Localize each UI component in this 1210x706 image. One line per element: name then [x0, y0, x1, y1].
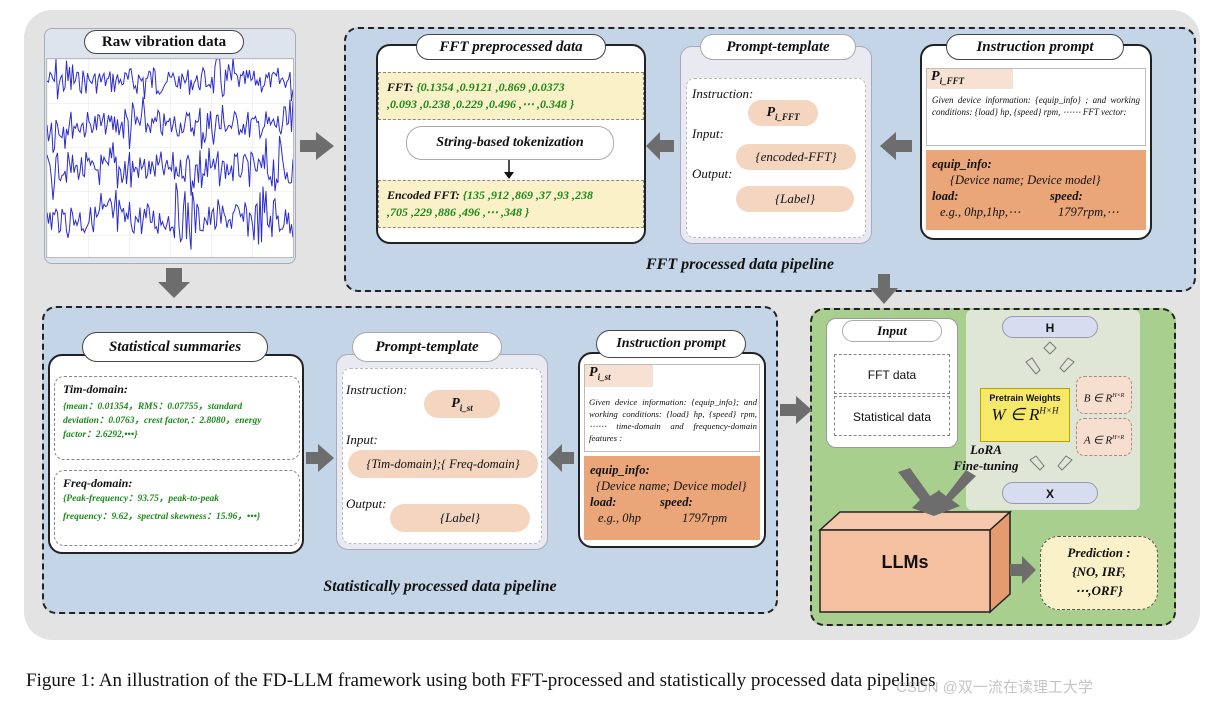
fft-values-box: FFT: {0.1354 ,0.9121 ,0.869 ,0.0373 ,0.0…	[378, 72, 644, 120]
vibration-wave	[46, 55, 294, 102]
fft-prefix: FFT:	[387, 80, 417, 94]
tim-domain-line2: deviation：0.0763，crest factor,：2.8080，en…	[63, 416, 262, 426]
llm-input-title: Input	[842, 320, 942, 342]
stat-instruction-prompt-title: Instruction prompt	[596, 330, 746, 358]
arrow-stat-template-from-prompt	[548, 444, 574, 472]
waveform-chart	[46, 55, 294, 257]
stat-template-output-label: Output:	[346, 496, 387, 511]
tim-domain-box: Tim-domain: {mean：0.01354，RMS：0.07755，st…	[54, 376, 300, 460]
figure-caption: Figure 1: An illustration of the FD-LLM …	[26, 670, 936, 691]
fft-speed-label: speed:	[1050, 189, 1083, 203]
fft-template-pill-instruction: Pi_FFT	[748, 100, 818, 126]
stat-load-value: e.g., 0hp	[598, 511, 642, 525]
fft-numbers: {135 ,912 ,869 ,37 ,93 ,238	[462, 188, 593, 202]
watermark: CSDN @双一流在读理工大学	[896, 679, 1093, 696]
stat-template-title: Prompt-template	[352, 332, 502, 362]
prediction-title: Prediction :	[1067, 545, 1131, 560]
stat-summaries-title: Statistical summaries	[82, 332, 268, 362]
stat-template-pill-input: {Tim-domain};{ Freq-domain}	[348, 450, 538, 478]
fft-template-title: Prompt-template	[700, 34, 856, 60]
arrow-summaries-to-template	[306, 444, 334, 472]
llms-label: LLMs	[881, 552, 929, 572]
arrow-template-from-prompt	[880, 132, 912, 160]
encoded-fft-line2: ,705 ,229 ,886 ,496 ,⋯ ,348 }	[387, 205, 530, 219]
fft-values-line2: ,0.093 ,0.238 ,0.229 ,0.496 ,⋯ ,0.348 }	[387, 97, 575, 111]
stat-template-pill-instruction: Pi_st	[424, 390, 500, 418]
fft-prompt-description: Given device information: {equip_info} ;…	[932, 95, 1140, 117]
fft-data-box: FFT data	[834, 354, 950, 394]
arrow-raw-to-fft	[300, 132, 334, 160]
arrow-input-to-llms	[898, 468, 940, 516]
stat-speed-label: speed:	[660, 495, 693, 509]
encoded-fft-line1: Encoded FFT: {135 ,912 ,869 ,37 ,93 ,238	[387, 188, 593, 202]
tim-domain-line3: factor：2.6292,•••}	[63, 430, 138, 440]
stat-pipeline-label: Statistically processed data pipeline	[323, 578, 557, 595]
stat-template-instruction-label: Instruction:	[346, 382, 408, 397]
vibration-wave	[46, 96, 294, 153]
lora-label: LoRA Fine-tuning	[953, 442, 1019, 473]
freq-domain-title: Freq-domain:	[63, 476, 133, 490]
stat-prompt-description: Given device information: {equip_info}; …	[589, 397, 757, 443]
fft-load-value: e.g., 0hp,1hp,⋯	[940, 205, 1021, 219]
tokenization-box: String-based tokenization	[406, 126, 614, 160]
fft-pipeline-label: FFT processed data pipeline	[646, 256, 834, 273]
freq-domain-line2: frequency：9.62，spectral skewness：15.96，•…	[63, 512, 261, 522]
prediction-line3: ⋯,ORF}	[1075, 583, 1123, 598]
fft-template-input-label: Input:	[692, 126, 724, 141]
x-node: X	[1002, 482, 1098, 504]
prediction-box: Prediction : {NO, IRF, ⋯,ORF}	[1040, 536, 1158, 610]
arrow-fft-to-llm	[870, 274, 898, 304]
arrow-lora-to-llms	[934, 470, 976, 516]
stat-load-label: load:	[590, 495, 617, 509]
freq-domain-box: Freq-domain: {Peak-frequency：93.75，peak-…	[54, 470, 300, 546]
fft-prompt-p-label: Pi_FFT	[927, 69, 1013, 89]
pretrain-weights-label: Pretrain Weights	[989, 393, 1061, 403]
stat-speed-value: 1797rpm	[682, 511, 728, 525]
tim-domain-title: Tim-domain:	[63, 382, 128, 396]
stat-template-pill-output: {Label}	[390, 504, 530, 532]
stat-equip-info-label: equip_info:	[590, 463, 650, 477]
fft-instruction-prompt-title: Instruction prompt	[946, 34, 1124, 60]
pretrain-weights-box: Pretrain Weights W ∈ RH×H	[980, 388, 1070, 442]
freq-domain-line1: {Peak-frequency：93.75，peak-to-peak	[63, 494, 220, 504]
fft-values-line1: FFT: {0.1354 ,0.9121 ,0.869 ,0.0373	[387, 80, 565, 94]
raw-waveform-plot	[46, 55, 294, 258]
fft-equip-info-label: equip_info:	[932, 157, 992, 171]
fft-equip-info-box: equip_info: {Device name; Device model} …	[926, 150, 1146, 230]
vibration-wave	[46, 135, 294, 200]
arrow-raw-to-stat	[158, 268, 190, 298]
fft-template-pill-input: {encoded-FFT}	[736, 144, 856, 170]
stat-device-info: {Device name; Device model}	[596, 479, 747, 493]
b-matrix-box: B ∈ RH×R	[1076, 376, 1132, 414]
raw-data-title: Raw vibration data	[84, 30, 244, 54]
fft-speed-value: 1797rpm,⋯	[1058, 205, 1119, 219]
h-node: H	[1002, 316, 1098, 338]
arrow-stat-to-llm	[780, 396, 812, 424]
w-formula: W ∈ R	[991, 405, 1040, 424]
a-matrix-box: A ∈ RH×R	[1076, 418, 1132, 456]
lora-flow-arrows	[1025, 341, 1075, 471]
fft-preprocessed-title: FFT preprocessed data	[416, 34, 606, 60]
w-formula-sup: H×H	[1039, 405, 1059, 416]
fft-template-output-label: Output:	[692, 166, 733, 181]
fft-prefix: Encoded FFT:	[387, 188, 463, 202]
arrow-llms-to-prediction	[1010, 556, 1036, 584]
tokenization-arrow	[504, 160, 514, 179]
fft-load-label: load:	[932, 189, 959, 203]
vibration-wave	[46, 182, 294, 250]
fft-template-pill-output: {Label}	[736, 186, 854, 212]
fft-device-info: {Device name; Device model}	[950, 173, 1101, 187]
fft-template-instruction-label: Instruction:	[692, 86, 754, 101]
encoded-fft-box: Encoded FFT: {135 ,912 ,869 ,37 ,93 ,238…	[378, 180, 644, 228]
tim-domain-line1: {mean：0.01354，RMS：0.07755，standard	[63, 402, 243, 412]
llms-box	[818, 510, 1012, 614]
stat-equip-info-box: equip_info: {Device name; Device model} …	[584, 456, 760, 540]
arrow-template-from-preprocessed	[646, 132, 674, 160]
prediction-line2: {NO, IRF,	[1072, 564, 1126, 579]
stat-template-input-label: Input:	[346, 432, 378, 447]
fft-numbers: {0.1354 ,0.9121 ,0.869 ,0.0373	[416, 80, 565, 94]
statistical-data-box: Statistical data	[834, 396, 950, 436]
stat-prompt-p-label: Pi_st	[585, 365, 653, 387]
